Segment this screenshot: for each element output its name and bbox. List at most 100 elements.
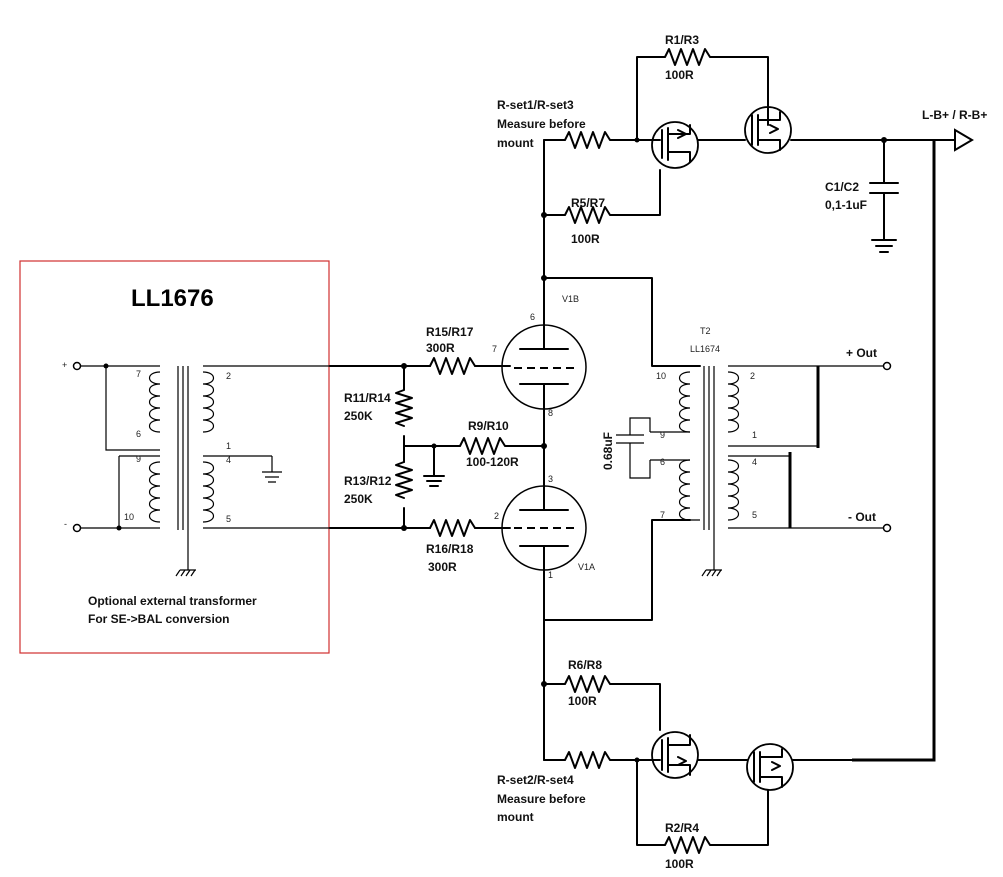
r2-r4-value: 100R: [665, 857, 694, 871]
junction-dot: [103, 363, 109, 369]
pin-label: 2: [494, 511, 499, 521]
out-minus-label: - Out: [848, 510, 876, 524]
out-plus-label: + Out: [846, 346, 877, 360]
r5-r7-name: R5/R7: [571, 196, 605, 210]
pin-label: 7: [660, 510, 665, 520]
supply-label: L-B+ / R-B+: [922, 108, 987, 122]
mosfet-symbol: [649, 734, 691, 776]
mosfet-icon: [746, 743, 794, 791]
mosfet-symbol: [649, 124, 691, 163]
chassis-ground-icon: [701, 530, 722, 577]
r1-r3-resistor: [636, 48, 769, 141]
junction-dot: [541, 212, 547, 218]
r1-r3-name: R1/R3: [665, 33, 699, 47]
t2-secondary-coil-upper: [727, 371, 740, 433]
pin-label: 2: [750, 371, 755, 381]
tube-v1b: 6 7 8 V1B: [492, 294, 587, 447]
r13-r12-name: R13/R12: [344, 474, 392, 488]
supply-section: C1/C2 0,1-1uF L-B+ / R-B+: [825, 108, 987, 762]
input-minus-label: -: [64, 519, 67, 529]
chassis-ground-icon: [175, 530, 196, 577]
t2-model-label: LL1674: [690, 344, 720, 354]
c1-c2-name: C1/C2: [825, 180, 859, 194]
upper-current-source: R1/R3 100R R-set1/R-set3 Measure before …: [497, 33, 956, 367]
tube-v1b-label: V1B: [562, 294, 579, 304]
external-transformer-secondary-coil-upper: [202, 371, 215, 433]
external-transformer-frame: [19, 260, 330, 654]
pin-label: 7: [136, 369, 141, 379]
r13-r12-resistor: [395, 461, 413, 529]
external-transformer-secondary-coil-lower: [202, 461, 215, 523]
r1-r3-value: 100R: [665, 68, 694, 82]
r15-r17-value: 300R: [426, 341, 455, 355]
tube-v1a: 3 2 1 V1A: [494, 445, 595, 621]
r2-r4-resistor: [636, 759, 769, 854]
rset-top-note-2: mount: [497, 136, 534, 150]
external-transformer-secondary-wiring: [203, 365, 330, 529]
pin-label: 2: [226, 371, 231, 381]
input-plus-label: +: [62, 360, 67, 370]
r5-r7-resistor: [543, 169, 661, 224]
wire: [543, 519, 691, 621]
pin-label: 9: [136, 454, 141, 464]
ground-icon: [262, 456, 282, 483]
pin-label: 6: [530, 312, 535, 322]
pin-label: 6: [136, 429, 141, 439]
tube-v1a-label: V1A: [578, 562, 595, 572]
wire: [728, 365, 884, 529]
r16-r18-resistor: [429, 519, 476, 537]
r11-r14-resistor: [395, 365, 413, 463]
rset-bottom-note-1: Measure before: [497, 792, 586, 806]
rset-top-resistor: [543, 131, 651, 149]
external-transformer-primary-coil-upper: [148, 371, 161, 433]
wire: [543, 277, 701, 367]
pin-label: 5: [752, 510, 757, 520]
output-strap: [788, 366, 820, 528]
r15-r17-name: R15/R17: [426, 325, 474, 339]
input-plus-terminal: [72, 361, 82, 371]
mosfet-icon: [651, 731, 699, 779]
r6-r8-name: R6/R8: [568, 658, 602, 672]
pin-label: 4: [226, 455, 231, 465]
junction-dot: [634, 137, 640, 143]
junction-dot: [401, 363, 407, 369]
rset-top-note-1: Measure before: [497, 117, 586, 131]
c1-c2-value: 0,1-1uF: [825, 198, 867, 212]
c1-c2-capacitor: [869, 139, 899, 253]
supply-rail: [852, 140, 936, 762]
junction-dot: [401, 525, 407, 531]
t2-primary-coil-lower: [678, 459, 691, 521]
r2-r4-name: R2/R4: [665, 821, 699, 835]
t2-core: [703, 366, 715, 530]
pin-label: 7: [492, 344, 497, 354]
pin-label: 8: [548, 408, 553, 418]
mosfet-symbol: [753, 748, 783, 788]
rset-top-name: R-set1/R-set3: [497, 98, 574, 112]
out-minus-terminal: [882, 523, 892, 533]
c-output-value: 0.68uF: [601, 432, 615, 470]
junction-dot: [431, 443, 437, 449]
rset-bottom-note-2: mount: [497, 810, 534, 824]
r11-r14-value: 250K: [344, 409, 373, 423]
external-transformer-caption-2: For SE->BAL conversion: [88, 612, 229, 626]
rset-bottom-name: R-set2/R-set4: [497, 773, 574, 787]
pin-label: 6: [660, 457, 665, 467]
r6-r8-resistor: [543, 675, 661, 731]
r9-r10-value: 100-120R: [466, 455, 519, 469]
t2-primary-coil-upper: [678, 371, 691, 433]
pin-label: 1: [548, 570, 553, 580]
out-plus-terminal: [882, 361, 892, 371]
r9-r10-resistor: [403, 437, 545, 455]
external-transformer-primary-wiring: [81, 365, 160, 529]
output-transformer: T2 LL1674 0.68uF + Out - Out 10 9 6 7 2 …: [543, 326, 892, 621]
supply-arrow-icon: [954, 128, 974, 152]
lower-current-source: R6/R8 100R R-set2/R-set4 Measure before …: [497, 619, 853, 871]
external-transformer-primary-coil-lower: [148, 461, 161, 523]
r9-r10-name: R9/R10: [468, 419, 509, 433]
external-transformer-title: LL1676: [131, 285, 214, 312]
r5-r7-value: 100R: [571, 232, 600, 246]
r13-r12-value: 250K: [344, 492, 373, 506]
pin-label: 3: [548, 474, 553, 484]
r11-r14-name: R11/R14: [344, 391, 391, 405]
